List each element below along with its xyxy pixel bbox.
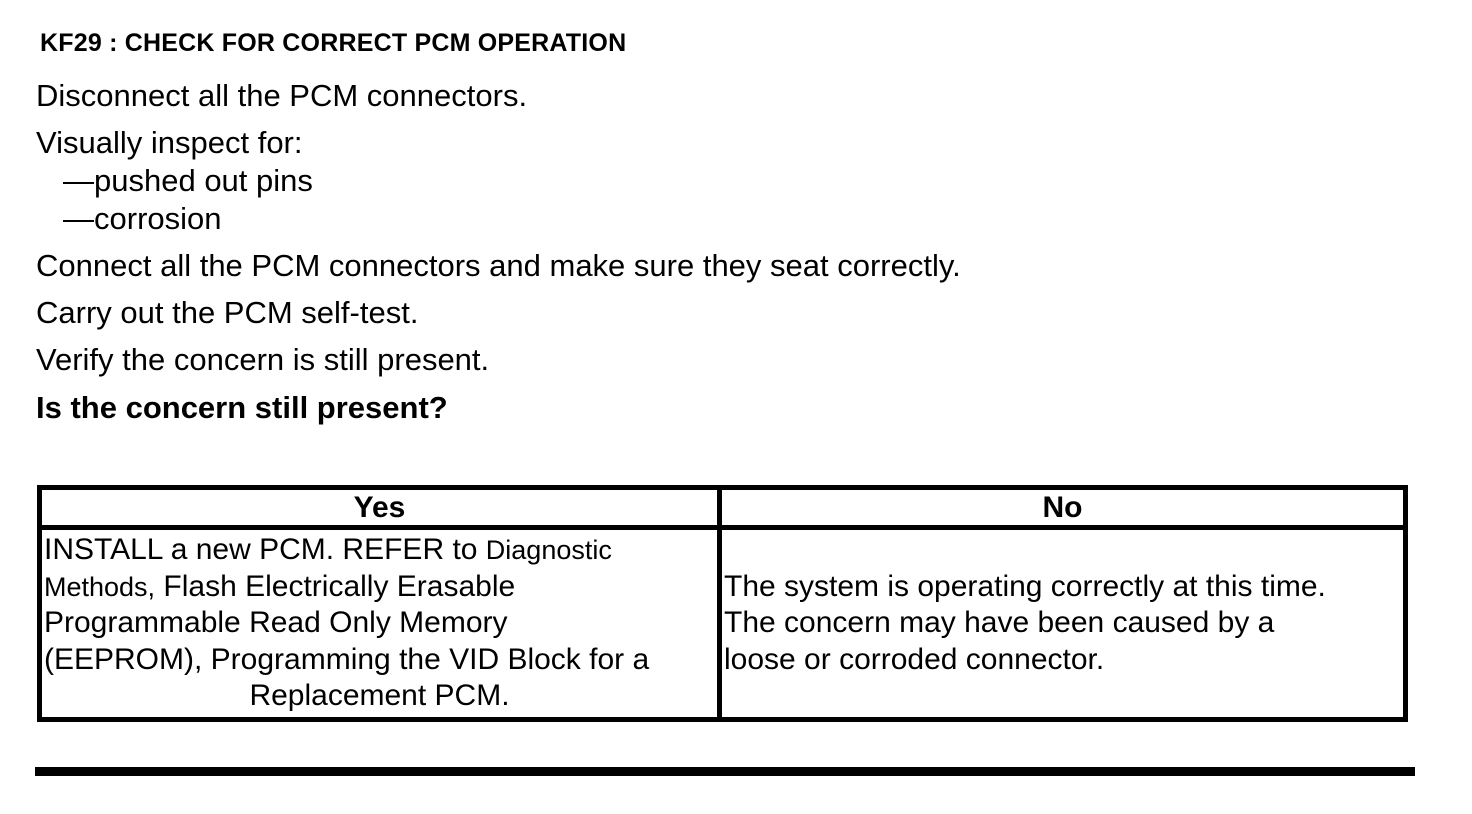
reference-link-text: Methods, bbox=[44, 571, 156, 602]
results-table: Yes No INSTALL a new PCM. REFER to Diagn… bbox=[37, 485, 1408, 722]
inspect-item-pushed-pins: —pushed out pins bbox=[63, 163, 313, 198]
procedure-step-disconnect: Disconnect all the PCM connectors. bbox=[36, 78, 528, 113]
yes-action-line-5: Replacement PCM. bbox=[249, 679, 510, 713]
no-column-header: No bbox=[717, 485, 1408, 530]
no-action-line-1: The system is operating correctly at thi… bbox=[724, 569, 1326, 603]
yes-action-line-3: Programmable Read Only Memory bbox=[44, 606, 508, 640]
yes-action-line-2: Methods, Flash Electrically Erasable bbox=[44, 569, 715, 606]
reference-link-text: Diagnostic bbox=[485, 535, 612, 566]
results-header-row: Yes No bbox=[37, 485, 1408, 530]
no-action-line-2: The concern may have been caused by a bbox=[724, 606, 1275, 640]
yes-column-header: Yes bbox=[37, 485, 722, 530]
procedure-step-verify: Verify the concern is still present. bbox=[36, 342, 490, 377]
procedure-step-connect: Connect all the PCM connectors and make … bbox=[36, 248, 961, 283]
no-action-cell: The system is operating correctly at thi… bbox=[717, 525, 1408, 722]
procedure-step-self-test: Carry out the PCM self-test. bbox=[36, 295, 419, 330]
yes-action-line-1: INSTALL a new PCM. REFER to Diagnostic bbox=[44, 532, 715, 569]
no-action-line-3: loose or corroded connector. bbox=[724, 642, 1105, 676]
horizontal-divider bbox=[35, 767, 1415, 776]
yes-action-text: Flash Electrically Erasable bbox=[155, 569, 516, 603]
inspect-item-corrosion: —corrosion bbox=[63, 201, 222, 236]
results-body-row: INSTALL a new PCM. REFER to Diagnostic M… bbox=[37, 525, 1408, 722]
decision-question: Is the concern still present? bbox=[36, 390, 448, 425]
pinpoint-test-heading: KF29 : CHECK FOR CORRECT PCM OPERATION bbox=[40, 29, 627, 57]
procedure-step-inspect: Visually inspect for: bbox=[36, 125, 303, 160]
yes-action-text: INSTALL a new PCM. REFER to bbox=[44, 533, 486, 567]
yes-action-line-4: (EEPROM), Programming the VID Block for … bbox=[44, 642, 650, 676]
yes-action-cell: INSTALL a new PCM. REFER to Diagnostic M… bbox=[37, 525, 722, 722]
